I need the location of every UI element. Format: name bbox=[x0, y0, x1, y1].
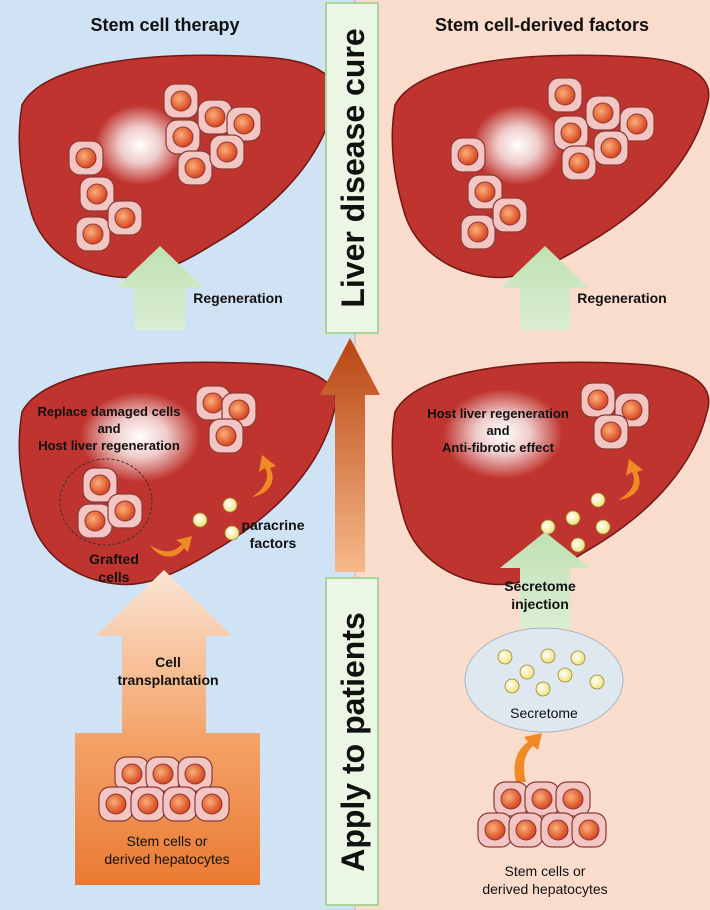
right-factor-up-arrow bbox=[618, 459, 643, 500]
left-source-label-1: Stem cells or bbox=[127, 833, 208, 849]
cell-transplantation-arrow bbox=[96, 570, 232, 735]
left-liver-text-2: and bbox=[97, 421, 120, 436]
right-treated-liver bbox=[391, 361, 710, 586]
left-regeneration-label: Regeneration bbox=[193, 290, 282, 306]
left-liver-text-3: Host liver regeneration bbox=[38, 438, 180, 453]
factor-release-arrow bbox=[150, 536, 192, 557]
apply-to-patients-box bbox=[325, 577, 379, 906]
right-liver-text-2: and bbox=[486, 423, 509, 438]
transplant-label-2: transplantation bbox=[117, 672, 218, 688]
paracrine-up-arrow bbox=[252, 455, 276, 497]
right-liver-text-1: Host liver regeneration bbox=[427, 406, 569, 421]
right-regeneration-arrow bbox=[501, 246, 589, 330]
left-liver-text-1: Replace damaged cells bbox=[37, 404, 180, 419]
secretion-arrow bbox=[514, 733, 542, 782]
secretome-injection-label-2: injection bbox=[511, 596, 569, 612]
grafted-cells-label-2: cells bbox=[98, 569, 129, 585]
grafted-cells-label-1: Grafted bbox=[89, 551, 139, 567]
liver-disease-cure-box bbox=[325, 2, 379, 334]
right-source-label-1: Stem cells or bbox=[505, 863, 586, 879]
right-regenerated-liver bbox=[391, 54, 710, 279]
apply-to-patients-arrow bbox=[320, 338, 380, 572]
left-regenerated-liver bbox=[18, 54, 337, 279]
right-stem-cells-cluster bbox=[477, 781, 607, 848]
left-panel-title: Stem cell therapy bbox=[90, 15, 239, 35]
left-treated-liver bbox=[18, 361, 337, 586]
paracrine-label-1: paracrine bbox=[241, 517, 304, 533]
secretome-label: Secretome bbox=[510, 705, 578, 721]
right-source-label-2: derived hepatocytes bbox=[482, 881, 607, 897]
secretome-injection-label-1: Secretome bbox=[504, 578, 576, 594]
right-panel-title: Stem cell-derived factors bbox=[435, 15, 649, 35]
left-regeneration-arrow bbox=[116, 246, 204, 330]
left-stem-cells-cluster bbox=[98, 756, 230, 822]
liver-disease-cure-label: Liver disease cure bbox=[335, 28, 371, 307]
right-regeneration-label: Regeneration bbox=[577, 290, 666, 306]
grafted-cells-circle bbox=[59, 458, 153, 546]
transplant-label-1: Cell bbox=[155, 654, 181, 670]
left-source-label-2: derived hepatocytes bbox=[104, 851, 229, 867]
apply-to-patients-label: Apply to patients bbox=[335, 612, 371, 872]
paracrine-label-2: factors bbox=[250, 535, 297, 551]
right-liver-text-3: Anti-fibrotic effect bbox=[442, 440, 555, 455]
secretome-injection-arrow bbox=[500, 532, 590, 628]
